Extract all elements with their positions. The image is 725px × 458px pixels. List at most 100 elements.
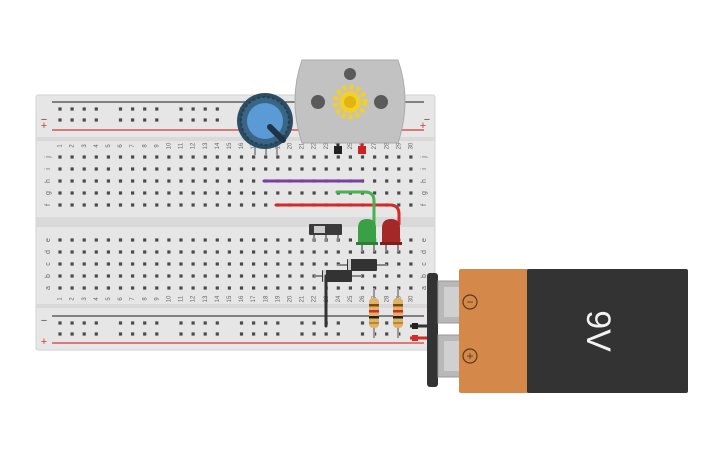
terminal-hole[interactable] <box>143 238 147 242</box>
terminal-hole[interactable] <box>58 203 62 207</box>
rail-hole[interactable] <box>360 321 365 325</box>
rail-hole[interactable] <box>179 321 183 325</box>
terminal-hole[interactable] <box>131 274 135 278</box>
rail-hole[interactable] <box>155 332 159 336</box>
rail-hole[interactable] <box>203 332 207 336</box>
terminal-hole[interactable] <box>179 262 183 266</box>
terminal-hole[interactable] <box>288 274 292 278</box>
rail-hole[interactable] <box>179 107 183 111</box>
terminal-hole[interactable] <box>82 262 86 266</box>
rail-hole[interactable] <box>118 118 123 122</box>
terminal-hole[interactable] <box>94 250 98 254</box>
terminal-hole[interactable] <box>118 155 123 159</box>
terminal-hole[interactable] <box>215 203 219 207</box>
terminal-hole[interactable] <box>409 155 413 159</box>
potentiometer[interactable] <box>237 93 293 155</box>
terminal-hole[interactable] <box>70 203 74 207</box>
terminal-hole[interactable] <box>409 191 413 195</box>
rail-hole[interactable] <box>191 332 195 336</box>
rail-hole[interactable] <box>118 321 123 325</box>
terminal-hole[interactable] <box>324 262 328 266</box>
terminal-hole[interactable] <box>131 179 135 183</box>
rail-hole[interactable] <box>215 321 219 325</box>
terminal-hole[interactable] <box>179 191 183 195</box>
terminal-hole[interactable] <box>264 250 268 254</box>
terminal-hole[interactable] <box>276 274 280 278</box>
terminal-hole[interactable] <box>155 179 159 183</box>
terminal-hole[interactable] <box>215 191 219 195</box>
terminal-hole[interactable] <box>203 179 207 183</box>
terminal-hole[interactable] <box>227 250 231 254</box>
terminal-hole[interactable] <box>215 274 219 278</box>
terminal-hole[interactable] <box>179 155 183 159</box>
terminal-hole[interactable] <box>397 262 401 266</box>
rail-hole[interactable] <box>82 118 86 122</box>
terminal-hole[interactable] <box>203 238 207 242</box>
terminal-hole[interactable] <box>215 167 219 171</box>
terminal-hole[interactable] <box>312 155 316 159</box>
terminal-hole[interactable] <box>94 179 98 183</box>
terminal-hole[interactable] <box>385 155 389 159</box>
terminal-hole[interactable] <box>252 274 256 278</box>
rail-hole[interactable] <box>252 321 256 325</box>
terminal-hole[interactable] <box>397 274 401 278</box>
rail-hole[interactable] <box>179 118 183 122</box>
terminal-hole[interactable] <box>252 250 256 254</box>
rail-hole[interactable] <box>155 107 159 111</box>
terminal-hole[interactable] <box>239 155 244 159</box>
terminal-hole[interactable] <box>203 262 207 266</box>
rail-hole[interactable] <box>143 107 147 111</box>
terminal-hole[interactable] <box>155 203 159 207</box>
rail-hole[interactable] <box>58 321 62 325</box>
terminal-hole[interactable] <box>409 262 413 266</box>
terminal-hole[interactable] <box>131 250 135 254</box>
terminal-hole[interactable] <box>348 238 352 242</box>
terminal-hole[interactable] <box>324 191 328 195</box>
rail-hole[interactable] <box>82 332 86 336</box>
terminal-hole[interactable] <box>143 167 147 171</box>
terminal-hole[interactable] <box>276 191 280 195</box>
terminal-hole[interactable] <box>167 286 171 290</box>
terminal-hole[interactable] <box>385 286 389 290</box>
terminal-hole[interactable] <box>300 238 304 242</box>
rail-hole[interactable] <box>131 118 135 122</box>
terminal-hole[interactable] <box>336 250 340 254</box>
terminal-hole[interactable] <box>167 262 171 266</box>
rail-hole[interactable] <box>94 107 98 111</box>
terminal-hole[interactable] <box>264 167 268 171</box>
terminal-hole[interactable] <box>82 179 86 183</box>
terminal-hole[interactable] <box>373 179 377 183</box>
rail-hole[interactable] <box>203 321 207 325</box>
terminal-hole[interactable] <box>203 203 207 207</box>
rail-hole[interactable] <box>58 107 62 111</box>
terminal-hole[interactable] <box>385 179 389 183</box>
rail-hole[interactable] <box>70 118 74 122</box>
dc-motor[interactable] <box>294 59 406 154</box>
terminal-hole[interactable] <box>409 250 413 254</box>
rail-hole[interactable] <box>143 321 147 325</box>
rail-hole[interactable] <box>191 118 195 122</box>
terminal-hole[interactable] <box>264 203 268 207</box>
terminal-hole[interactable] <box>312 286 316 290</box>
rail-hole[interactable] <box>239 332 244 336</box>
terminal-hole[interactable] <box>227 286 231 290</box>
rail-hole[interactable] <box>239 321 244 325</box>
terminal-hole[interactable] <box>70 262 74 266</box>
rail-hole[interactable] <box>94 332 98 336</box>
terminal-hole[interactable] <box>227 191 231 195</box>
terminal-hole[interactable] <box>409 179 413 183</box>
terminal-hole[interactable] <box>300 191 304 195</box>
rail-hole[interactable] <box>203 118 207 122</box>
slide-switch[interactable] <box>309 224 342 241</box>
rail-hole[interactable] <box>276 321 280 325</box>
terminal-hole[interactable] <box>239 167 244 171</box>
terminal-hole[interactable] <box>131 286 135 290</box>
terminal-hole[interactable] <box>118 250 123 254</box>
terminal-hole[interactable] <box>239 179 244 183</box>
terminal-hole[interactable] <box>227 155 231 159</box>
terminal-hole[interactable] <box>94 274 98 278</box>
terminal-hole[interactable] <box>264 262 268 266</box>
switch-slider[interactable] <box>314 226 325 233</box>
terminal-hole[interactable] <box>70 155 74 159</box>
terminal-hole[interactable] <box>252 203 256 207</box>
